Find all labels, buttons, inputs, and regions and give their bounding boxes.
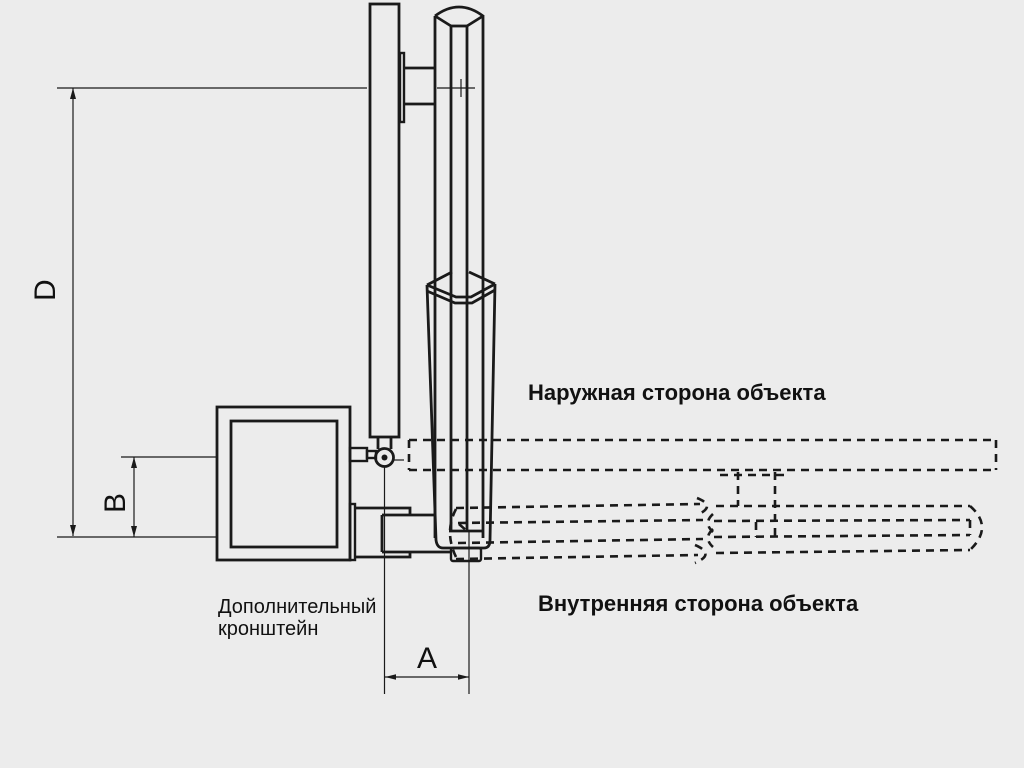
- inner-side-label: Внутренняя сторона объекта: [538, 591, 859, 616]
- dimension-D: [57, 87, 367, 538]
- outer-object-beam: [407, 438, 998, 472]
- fork-sleeve: [425, 270, 497, 563]
- beam-hanger: [394, 459, 787, 538]
- dimension-B: [121, 456, 216, 537]
- mast-column: [368, 2, 401, 449]
- upper-wall-bracket: [398, 51, 435, 124]
- additional-bracket-box: [215, 405, 352, 562]
- dim-label-b: B: [99, 493, 132, 513]
- outer-side-label: Наружная сторона объекта: [528, 380, 826, 405]
- inner-object-pipe: [448, 496, 984, 565]
- dim-label-a: A: [417, 642, 437, 675]
- vertical-pole: [433, 5, 485, 538]
- lower-arm: [348, 502, 450, 562]
- extra-bracket-label-line1: Дополнительный: [218, 596, 376, 618]
- dimension-A: [383, 467, 470, 694]
- extra-bracket-label-line2: кронштейн: [218, 618, 318, 640]
- pole-center-mark: [437, 79, 475, 97]
- pivot-joint: [348, 446, 395, 468]
- dim-label-d: D: [29, 279, 62, 301]
